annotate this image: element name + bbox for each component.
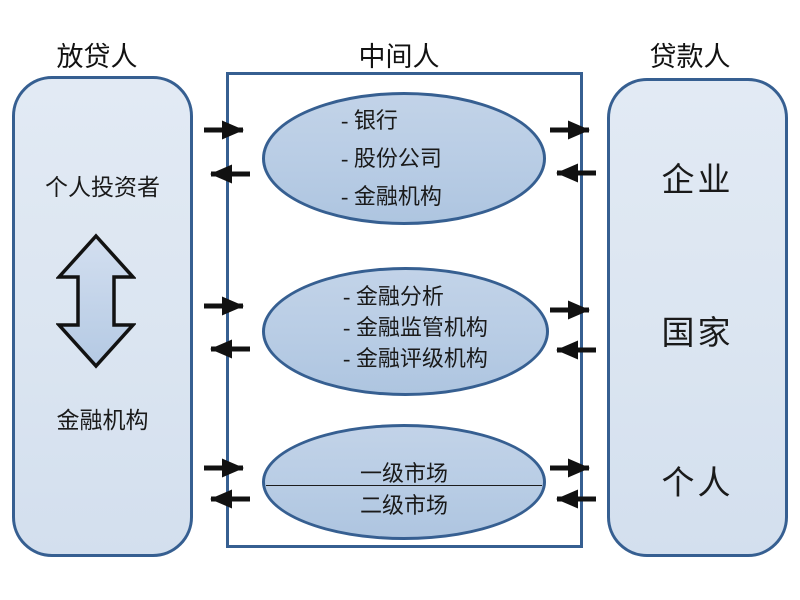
market-divider-line <box>266 485 542 486</box>
secondary-market-label: 二级市场 <box>359 493 448 518</box>
banks-item: - 银行 <box>341 107 398 133</box>
oversight-ellipse: - 金融分析 - 金融监管机构 - 金融评级机构 <box>262 267 549 396</box>
primary-market-label: 一级市场 <box>359 461 448 486</box>
banks-item: - 金融机构 <box>341 183 442 209</box>
oversight-item: - 金融评级机构 <box>343 345 488 371</box>
oversight-item: - 金融分析 <box>343 283 444 309</box>
column-header-lenders: 放贷人 <box>56 42 138 72</box>
borrower-enterprise-label: 企业 <box>661 163 734 199</box>
borrower-state-label: 国家 <box>661 316 734 352</box>
oversight-item: - 金融监管机构 <box>343 314 488 340</box>
borrower-individual-label: 个人 <box>661 466 734 502</box>
banks-item: - 股份公司 <box>341 145 442 171</box>
markets-ellipse: 一级市场 二级市场 <box>262 424 546 540</box>
lenders-investor-label: 个人投资者 <box>45 175 160 200</box>
borrowers-box <box>607 78 788 557</box>
column-header-intermediaries: 中间人 <box>358 42 440 72</box>
lenders-institution-label: 金融机构 <box>56 408 149 433</box>
column-header-borrowers: 贷款人 <box>649 42 731 72</box>
banks-ellipse: - 银行 - 股份公司 - 金融机构 <box>262 92 546 225</box>
lenders-box <box>12 76 193 557</box>
